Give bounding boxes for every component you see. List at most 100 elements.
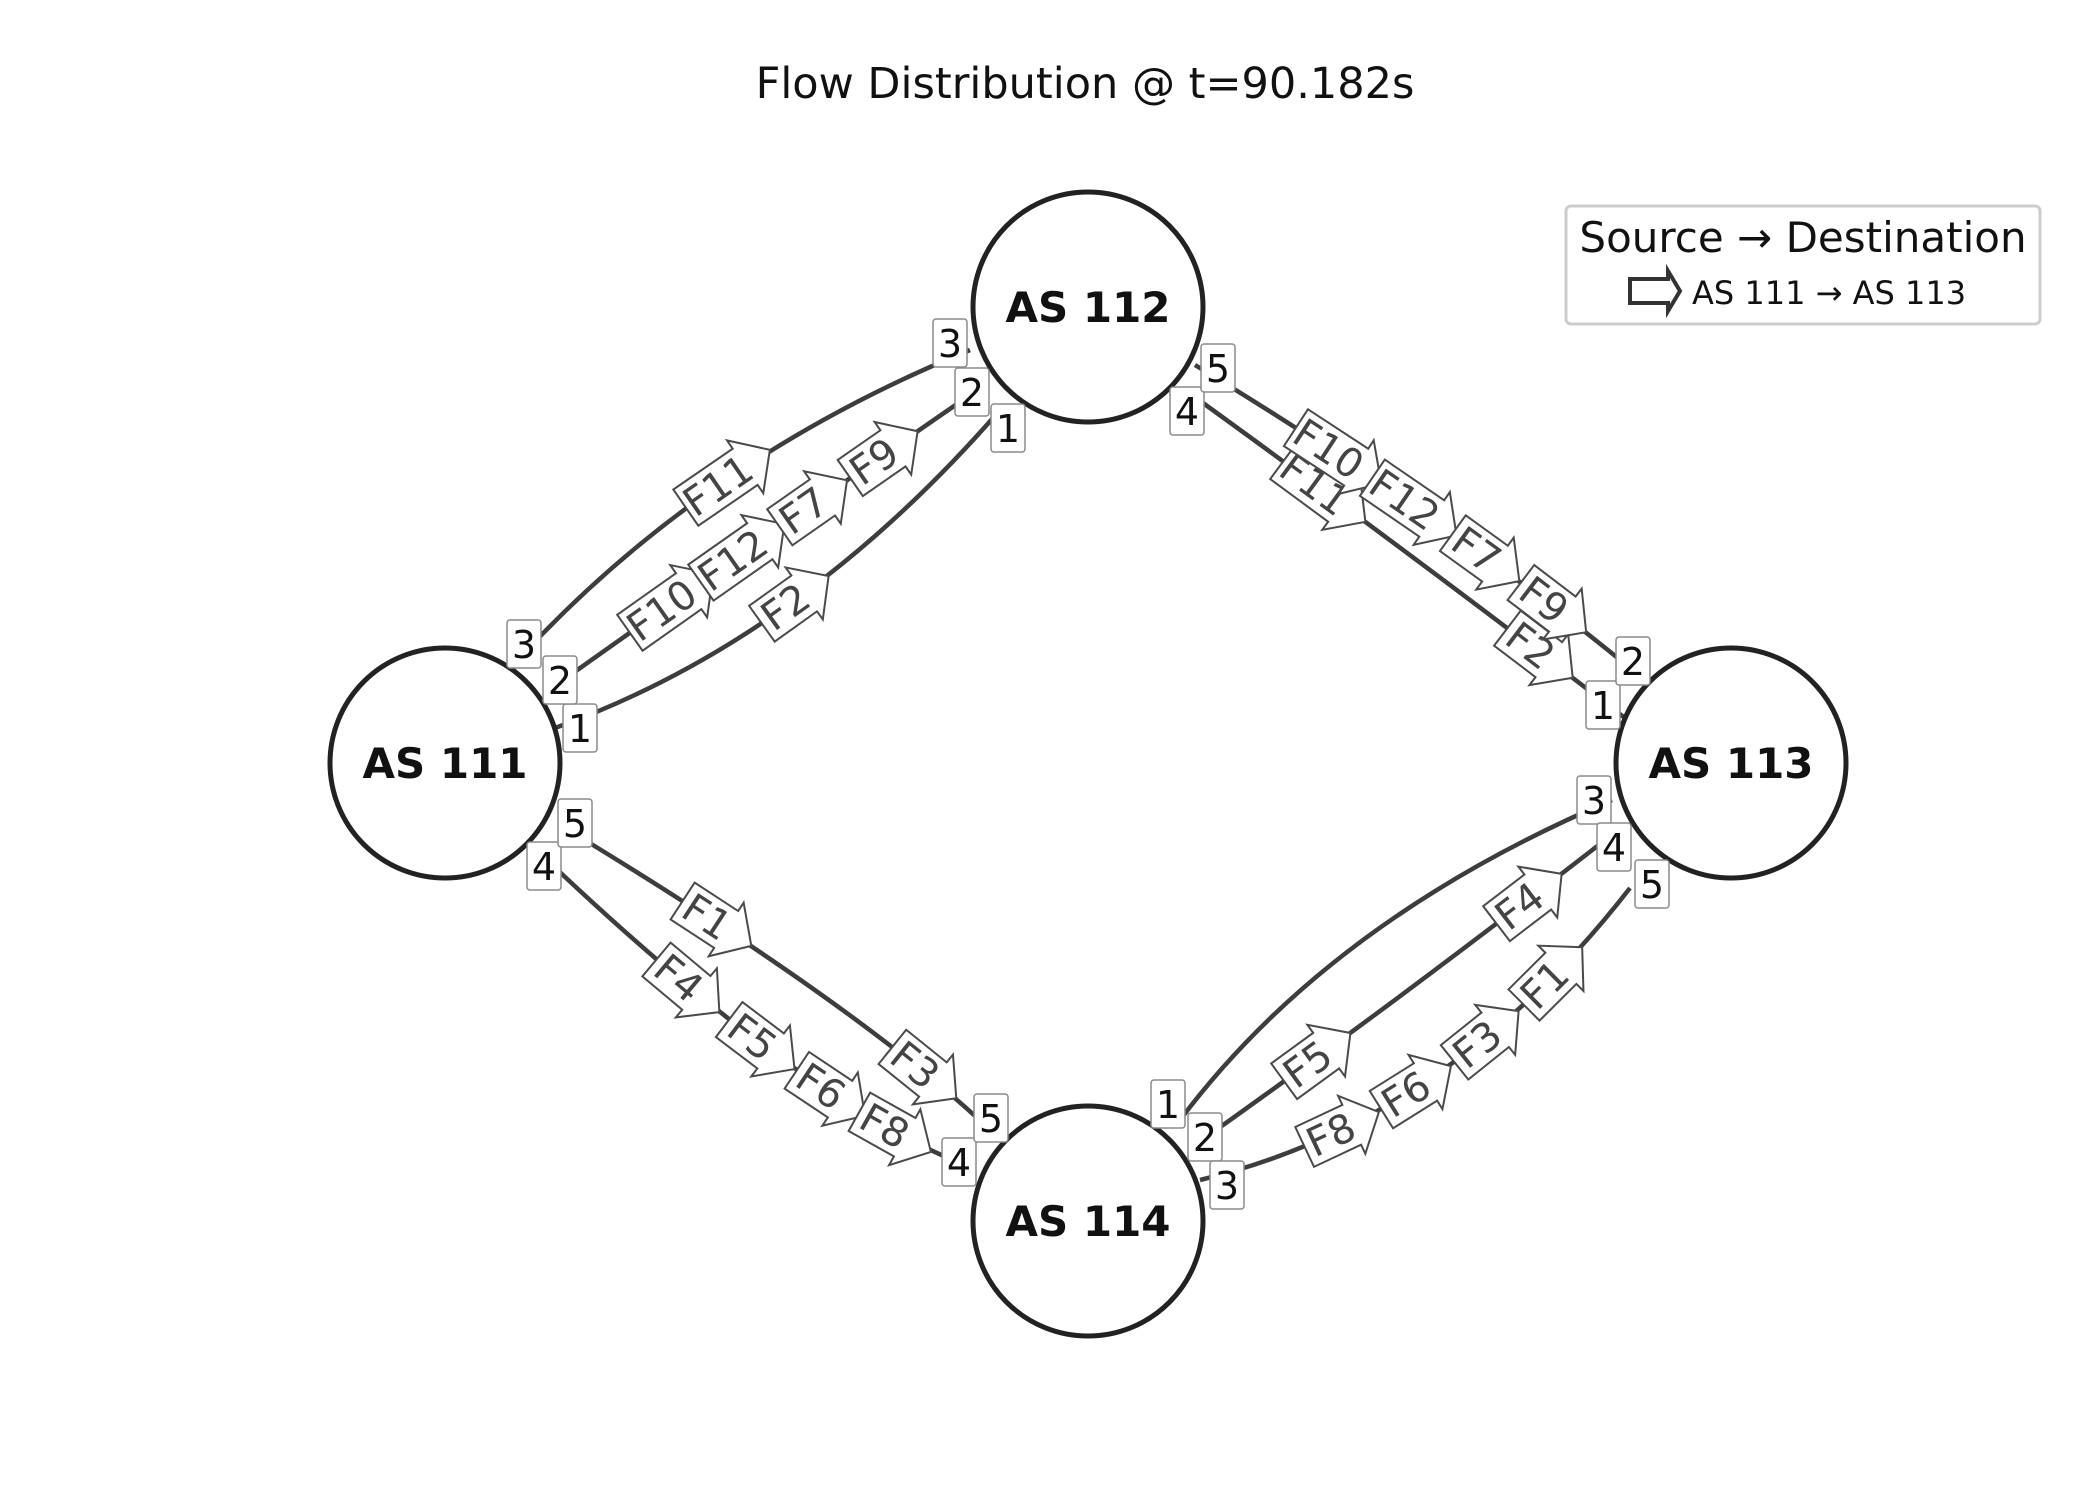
- port-label: 3: [932, 318, 968, 368]
- port-box: [506, 619, 542, 669]
- port-number: 2: [1621, 640, 1645, 684]
- port-box: [1615, 636, 1651, 686]
- port-number: 3: [1582, 779, 1606, 823]
- flow-arrow-shape: [783, 1050, 867, 1128]
- port-box: [526, 841, 562, 891]
- flow-arrow: F11: [671, 438, 771, 528]
- flow-arrow-shape: [1438, 513, 1521, 592]
- port-label: 5: [1634, 859, 1670, 909]
- flow-arrow: F5: [1269, 1023, 1352, 1101]
- port-box: [932, 318, 968, 368]
- node-circle: [970, 189, 1206, 425]
- port-box: [973, 1093, 1009, 1143]
- node-circle: [970, 1103, 1206, 1339]
- node-label: AS 114: [1005, 1197, 1170, 1246]
- flow-arrow-shape: [847, 1091, 933, 1167]
- port-label: 2: [1187, 1112, 1223, 1162]
- port-number: 2: [548, 659, 572, 703]
- node-circle: [1613, 645, 1849, 881]
- node-n114: AS 114: [970, 1103, 1206, 1339]
- port-number: 3: [1215, 1164, 1239, 1208]
- port-number: 2: [960, 371, 984, 415]
- node-label: AS 113: [1648, 739, 1813, 788]
- port-number: 1: [1156, 1083, 1180, 1127]
- port-label: 3: [1209, 1160, 1245, 1210]
- port-box: [1169, 386, 1205, 436]
- flow-arrow: F9: [836, 420, 919, 498]
- port-number: 1: [1591, 684, 1615, 728]
- port-box: [1150, 1079, 1186, 1129]
- port-box: [1585, 680, 1621, 730]
- port-box: [1576, 775, 1612, 825]
- port-number: 5: [979, 1097, 1003, 1141]
- node-n111: AS 111: [327, 645, 563, 881]
- port-box: [1596, 822, 1632, 872]
- port-label: 3: [506, 619, 542, 669]
- port-number: 4: [532, 845, 556, 889]
- port-box: [1209, 1160, 1245, 1210]
- flow-arrow-shape: [765, 469, 849, 547]
- port-box: [542, 655, 578, 705]
- flow-arrow-shape: [1481, 865, 1563, 943]
- port-number: 4: [1602, 826, 1626, 870]
- port-number: 1: [996, 407, 1020, 451]
- port-number: 1: [568, 707, 592, 751]
- node-label: AS 112: [1005, 283, 1170, 332]
- port-number: 3: [512, 623, 536, 667]
- legend-arrow-icon: [1628, 263, 1683, 319]
- flow-arrow: F4: [1481, 865, 1563, 943]
- flow-arrow-shape: [1293, 1094, 1381, 1169]
- port-label: 4: [941, 1137, 977, 1187]
- port-number: 4: [947, 1141, 971, 1185]
- port-label: 4: [526, 841, 562, 891]
- port-label: 2: [1615, 636, 1651, 686]
- port-label: 2: [542, 655, 578, 705]
- flow-arrow-shape: [1368, 1053, 1453, 1130]
- port-number: 5: [1206, 347, 1230, 391]
- link-n111-n112-2: [513, 347, 971, 665]
- node-n112: AS 112: [970, 189, 1206, 425]
- port-box: [954, 367, 990, 417]
- port-box: [990, 403, 1026, 453]
- legend-title: Source → Destination: [1579, 213, 2026, 262]
- flow-arrow-shape: [747, 565, 830, 643]
- diagram-title: Flow Distribution @ t=90.182s: [756, 59, 1415, 109]
- flow-arrow-shape: [686, 513, 786, 603]
- port-number: 2: [1193, 1116, 1217, 1160]
- link-n114-n113-7: [1178, 797, 1613, 1122]
- legend-box: [1564, 204, 2042, 326]
- port-box: [557, 798, 593, 848]
- flow-arrow-shape: [640, 941, 721, 1019]
- port-label: 1: [562, 703, 598, 753]
- flow-arrow-shape: [1269, 1023, 1352, 1101]
- flow-arrow-shape: [669, 881, 753, 958]
- port-number: 4: [1175, 390, 1199, 434]
- port-label: 2: [954, 367, 990, 417]
- port-label: 4: [1596, 822, 1632, 872]
- legend-entry: AS 111 → AS 113: [1692, 274, 1966, 312]
- flow-arrow-shape: [836, 420, 919, 498]
- nodes-layer: AS 111 AS 112 AS 113 AS 114: [327, 189, 1849, 1339]
- port-label: 5: [1200, 343, 1236, 393]
- port-label: 1: [990, 403, 1026, 453]
- port-label: 1: [1150, 1079, 1186, 1129]
- flow-arrow-shape: [714, 1000, 796, 1078]
- flow-arrow-shape: [1506, 563, 1588, 641]
- port-box: [562, 703, 598, 753]
- link-n114-n113-9: [1199, 886, 1632, 1183]
- node-circle: [327, 645, 563, 881]
- flow-arrow-shape: [671, 438, 771, 528]
- port-box: [1187, 1112, 1223, 1162]
- port-label: 1: [1585, 680, 1621, 730]
- port-label: 5: [557, 798, 593, 848]
- port-label: 3: [1576, 775, 1612, 825]
- port-box: [1200, 343, 1236, 393]
- legend: Source → Destination AS 111 → AS 113: [1564, 204, 2042, 326]
- port-number: 5: [1640, 863, 1664, 907]
- flow-arrow-shape: [1492, 609, 1574, 687]
- flow-arrow-shape: [877, 1028, 958, 1106]
- port-box: [1634, 859, 1670, 909]
